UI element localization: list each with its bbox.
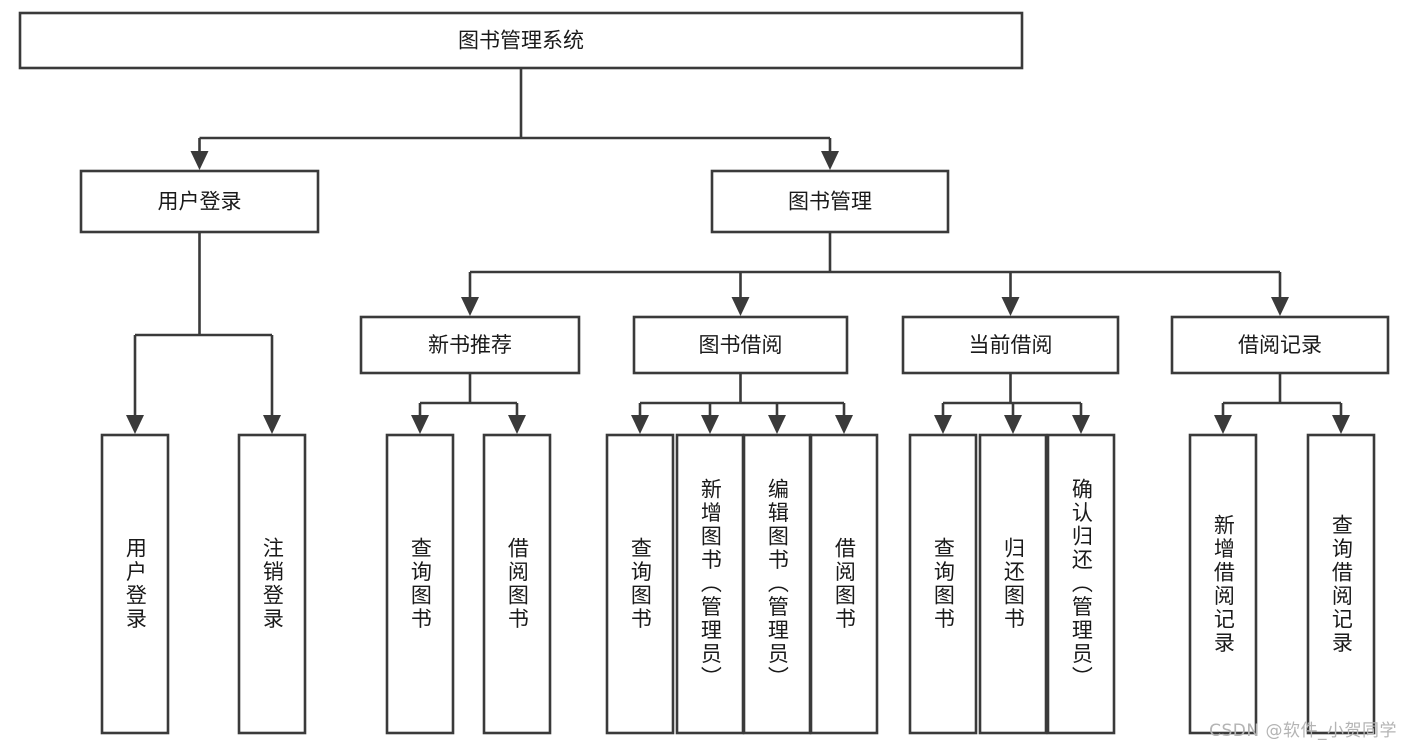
arrow-head-leaf-edit-book xyxy=(768,415,786,434)
node-label-wrap-leaf-borrow-book-2: 借阅图书 xyxy=(811,435,877,733)
node-label-login: 用户登录 xyxy=(158,190,242,214)
node-box-leaf-return-book[interactable] xyxy=(978,433,1048,735)
arrow-head-borrow xyxy=(731,297,750,316)
node-label-leaf-borrow-book-2: 借阅图书 xyxy=(832,537,857,631)
node-box-leaf-borrow-book-2[interactable] xyxy=(809,433,879,735)
arrow-head-leaf-borrow-book-1 xyxy=(508,415,526,434)
node-box-leaf-add-book[interactable] xyxy=(675,433,745,735)
node-label-wrap-leaf-confirm-return: 确认归还（管理员） xyxy=(1048,435,1114,733)
node-label-wrap-leaf-query-book-2: 查询图书 xyxy=(607,435,673,733)
arrow-head-current xyxy=(1001,297,1020,316)
node-label-leaf-query-book-2: 查询图书 xyxy=(628,537,653,631)
arrow-head-newbook xyxy=(461,297,479,316)
arrow-head-leaf-user-login xyxy=(126,415,144,434)
node-box-root[interactable] xyxy=(18,11,1024,70)
arrow-head-login xyxy=(190,151,209,170)
node-box-leaf-query-record[interactable] xyxy=(1306,433,1376,735)
node-box-leaf-borrow-book-1[interactable] xyxy=(482,433,552,735)
node-label-wrap-leaf-user-logout: 注销登录 xyxy=(239,435,305,733)
arrow-head-leaf-add-record xyxy=(1214,415,1232,434)
arrow-head-leaf-return-book xyxy=(1004,415,1022,434)
node-label-leaf-query-book-3: 查询图书 xyxy=(931,537,956,631)
node-label-wrap-leaf-query-record: 查询借阅记录 xyxy=(1308,435,1374,733)
node-box-borrow[interactable] xyxy=(632,315,849,375)
arrow-head-leaf-query-book-3 xyxy=(934,415,952,434)
node-box-login[interactable] xyxy=(79,169,320,234)
node-label-newbook: 新书推荐 xyxy=(428,333,512,357)
node-label-leaf-query-book-1: 查询图书 xyxy=(408,537,433,631)
arrow-head-leaf-confirm-return xyxy=(1072,415,1090,434)
node-label-bookmgmt: 图书管理 xyxy=(788,190,872,214)
arrow-head-leaf-add-book xyxy=(701,415,719,434)
node-box-leaf-confirm-return[interactable] xyxy=(1046,433,1116,735)
node-label-wrap-leaf-query-book-1: 查询图书 xyxy=(387,435,453,733)
node-box-leaf-user-logout[interactable] xyxy=(237,433,307,735)
node-label-leaf-borrow-book-1: 借阅图书 xyxy=(505,537,530,631)
watermark-text: CSDN @软件_小贺同学 xyxy=(1209,721,1397,741)
node-box-bookmgmt[interactable] xyxy=(710,169,950,234)
node-label-leaf-edit-book: 编辑图书（管理员） xyxy=(765,478,790,690)
arrow-head-bookmgmt xyxy=(821,151,839,170)
node-label-wrap-leaf-query-book-3: 查询图书 xyxy=(910,435,976,733)
node-label-leaf-add-book: 新增图书（管理员） xyxy=(698,478,723,690)
node-box-leaf-user-login[interactable] xyxy=(100,433,170,735)
node-label-wrap-leaf-add-book: 新增图书（管理员） xyxy=(677,435,743,733)
arrow-head-leaf-query-record xyxy=(1332,415,1350,434)
arrow-head-records xyxy=(1271,297,1289,316)
node-label-records: 借阅记录 xyxy=(1238,333,1322,357)
node-box-records[interactable] xyxy=(1170,315,1390,375)
arrow-head-leaf-query-book-2 xyxy=(631,415,649,434)
node-label-borrow: 图书借阅 xyxy=(699,333,783,357)
node-label-leaf-user-logout: 注销登录 xyxy=(260,537,285,631)
node-label-leaf-query-record: 查询借阅记录 xyxy=(1329,513,1354,655)
node-box-newbook[interactable] xyxy=(359,315,581,375)
node-box-leaf-query-book-2[interactable] xyxy=(605,433,675,735)
node-label-leaf-return-book: 归还图书 xyxy=(1001,537,1026,631)
arrow-head-leaf-user-logout xyxy=(263,415,281,434)
node-label-leaf-add-record: 新增借阅记录 xyxy=(1211,513,1236,655)
node-box-current[interactable] xyxy=(901,315,1120,375)
arrow-head-leaf-borrow-book-2 xyxy=(835,415,853,434)
edges-layer xyxy=(126,68,1350,434)
node-label-wrap-leaf-return-book: 归还图书 xyxy=(980,435,1046,733)
arrow-head-leaf-query-book-1 xyxy=(411,415,429,434)
node-label-wrap-leaf-edit-book: 编辑图书（管理员） xyxy=(744,435,810,733)
node-label-leaf-user-login: 用户登录 xyxy=(123,537,148,631)
node-box-leaf-query-book-1[interactable] xyxy=(385,433,455,735)
node-box-leaf-query-book-3[interactable] xyxy=(908,433,978,735)
node-label-current: 当前借阅 xyxy=(969,333,1053,357)
node-box-leaf-add-record[interactable] xyxy=(1188,433,1258,735)
node-label-root: 图书管理系统 xyxy=(458,29,584,53)
node-label-wrap-leaf-user-login: 用户登录 xyxy=(102,435,168,733)
node-label-wrap-leaf-borrow-book-1: 借阅图书 xyxy=(484,435,550,733)
node-label-wrap-leaf-add-record: 新增借阅记录 xyxy=(1190,435,1256,733)
node-label-leaf-confirm-return: 确认归还（管理员） xyxy=(1069,478,1094,690)
boxes-layer xyxy=(18,11,1390,735)
